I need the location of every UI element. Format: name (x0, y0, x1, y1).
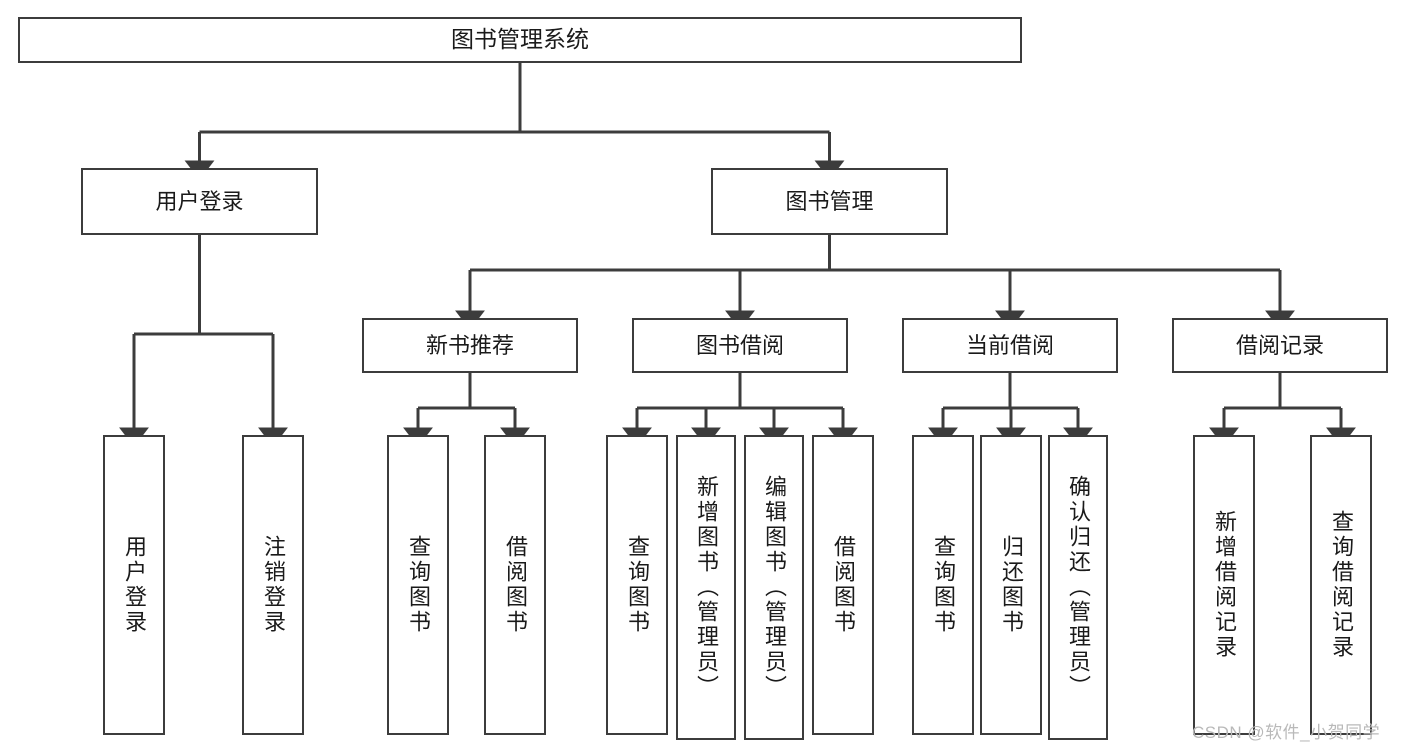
node-label: 查询图书 (406, 535, 431, 635)
node-borrow-record[interactable]: 借阅记录 (1172, 318, 1388, 373)
node-leaf-query-record[interactable]: 查询借阅记录 (1310, 435, 1372, 735)
node-label: 新增借阅记录 (1212, 510, 1237, 660)
node-label: 确认归还（管理员） (1066, 475, 1091, 700)
node-label: 查询图书 (931, 535, 956, 635)
node-label: 编辑图书（管理员） (762, 475, 787, 700)
node-user-login[interactable]: 用户登录 (81, 168, 318, 235)
node-leaf-return-book[interactable]: 归还图书 (980, 435, 1042, 735)
node-label: 借阅图书 (831, 535, 856, 635)
node-leaf-logout[interactable]: 注销登录 (242, 435, 304, 735)
node-label: 注销登录 (261, 535, 286, 635)
node-leaf-add-record[interactable]: 新增借阅记录 (1193, 435, 1255, 735)
node-leaf-borrow-book-2[interactable]: 借阅图书 (812, 435, 874, 735)
node-book-manage[interactable]: 图书管理 (711, 168, 948, 235)
node-label: 当前借阅 (965, 332, 1054, 358)
node-label: 新增图书（管理员） (694, 475, 719, 700)
node-book-borrow[interactable]: 图书借阅 (632, 318, 848, 373)
node-current-borrow[interactable]: 当前借阅 (902, 318, 1118, 373)
node-label: 用户登录 (155, 188, 244, 214)
node-label: 用户登录 (122, 535, 147, 635)
node-label: 归还图书 (999, 535, 1024, 635)
node-leaf-confirm-return[interactable]: 确认归还（管理员） (1048, 435, 1108, 740)
node-leaf-borrow-book-1[interactable]: 借阅图书 (484, 435, 546, 735)
watermark-text: CSDN @软件_小贺同学 (1192, 723, 1381, 742)
node-leaf-user-login[interactable]: 用户登录 (103, 435, 165, 735)
node-leaf-add-book[interactable]: 新增图书（管理员） (676, 435, 736, 740)
node-label: 图书管理 (785, 188, 874, 214)
node-leaf-edit-book[interactable]: 编辑图书（管理员） (744, 435, 804, 740)
node-root[interactable]: 图书管理系统 (18, 17, 1022, 63)
node-new-book-rec[interactable]: 新书推荐 (362, 318, 578, 373)
edge-layer (119, 63, 1356, 447)
node-label: 借阅图书 (503, 535, 528, 635)
node-leaf-query-book-3[interactable]: 查询图书 (912, 435, 974, 735)
node-leaf-query-book-2[interactable]: 查询图书 (606, 435, 668, 735)
node-leaf-query-book-1[interactable]: 查询图书 (387, 435, 449, 735)
node-label: 图书管理系统 (451, 26, 589, 53)
node-label: 新书推荐 (425, 332, 514, 358)
node-label: 图书借阅 (695, 332, 784, 358)
node-label: 查询借阅记录 (1329, 510, 1354, 660)
node-label: 借阅记录 (1235, 332, 1324, 358)
node-label: 查询图书 (625, 535, 650, 635)
